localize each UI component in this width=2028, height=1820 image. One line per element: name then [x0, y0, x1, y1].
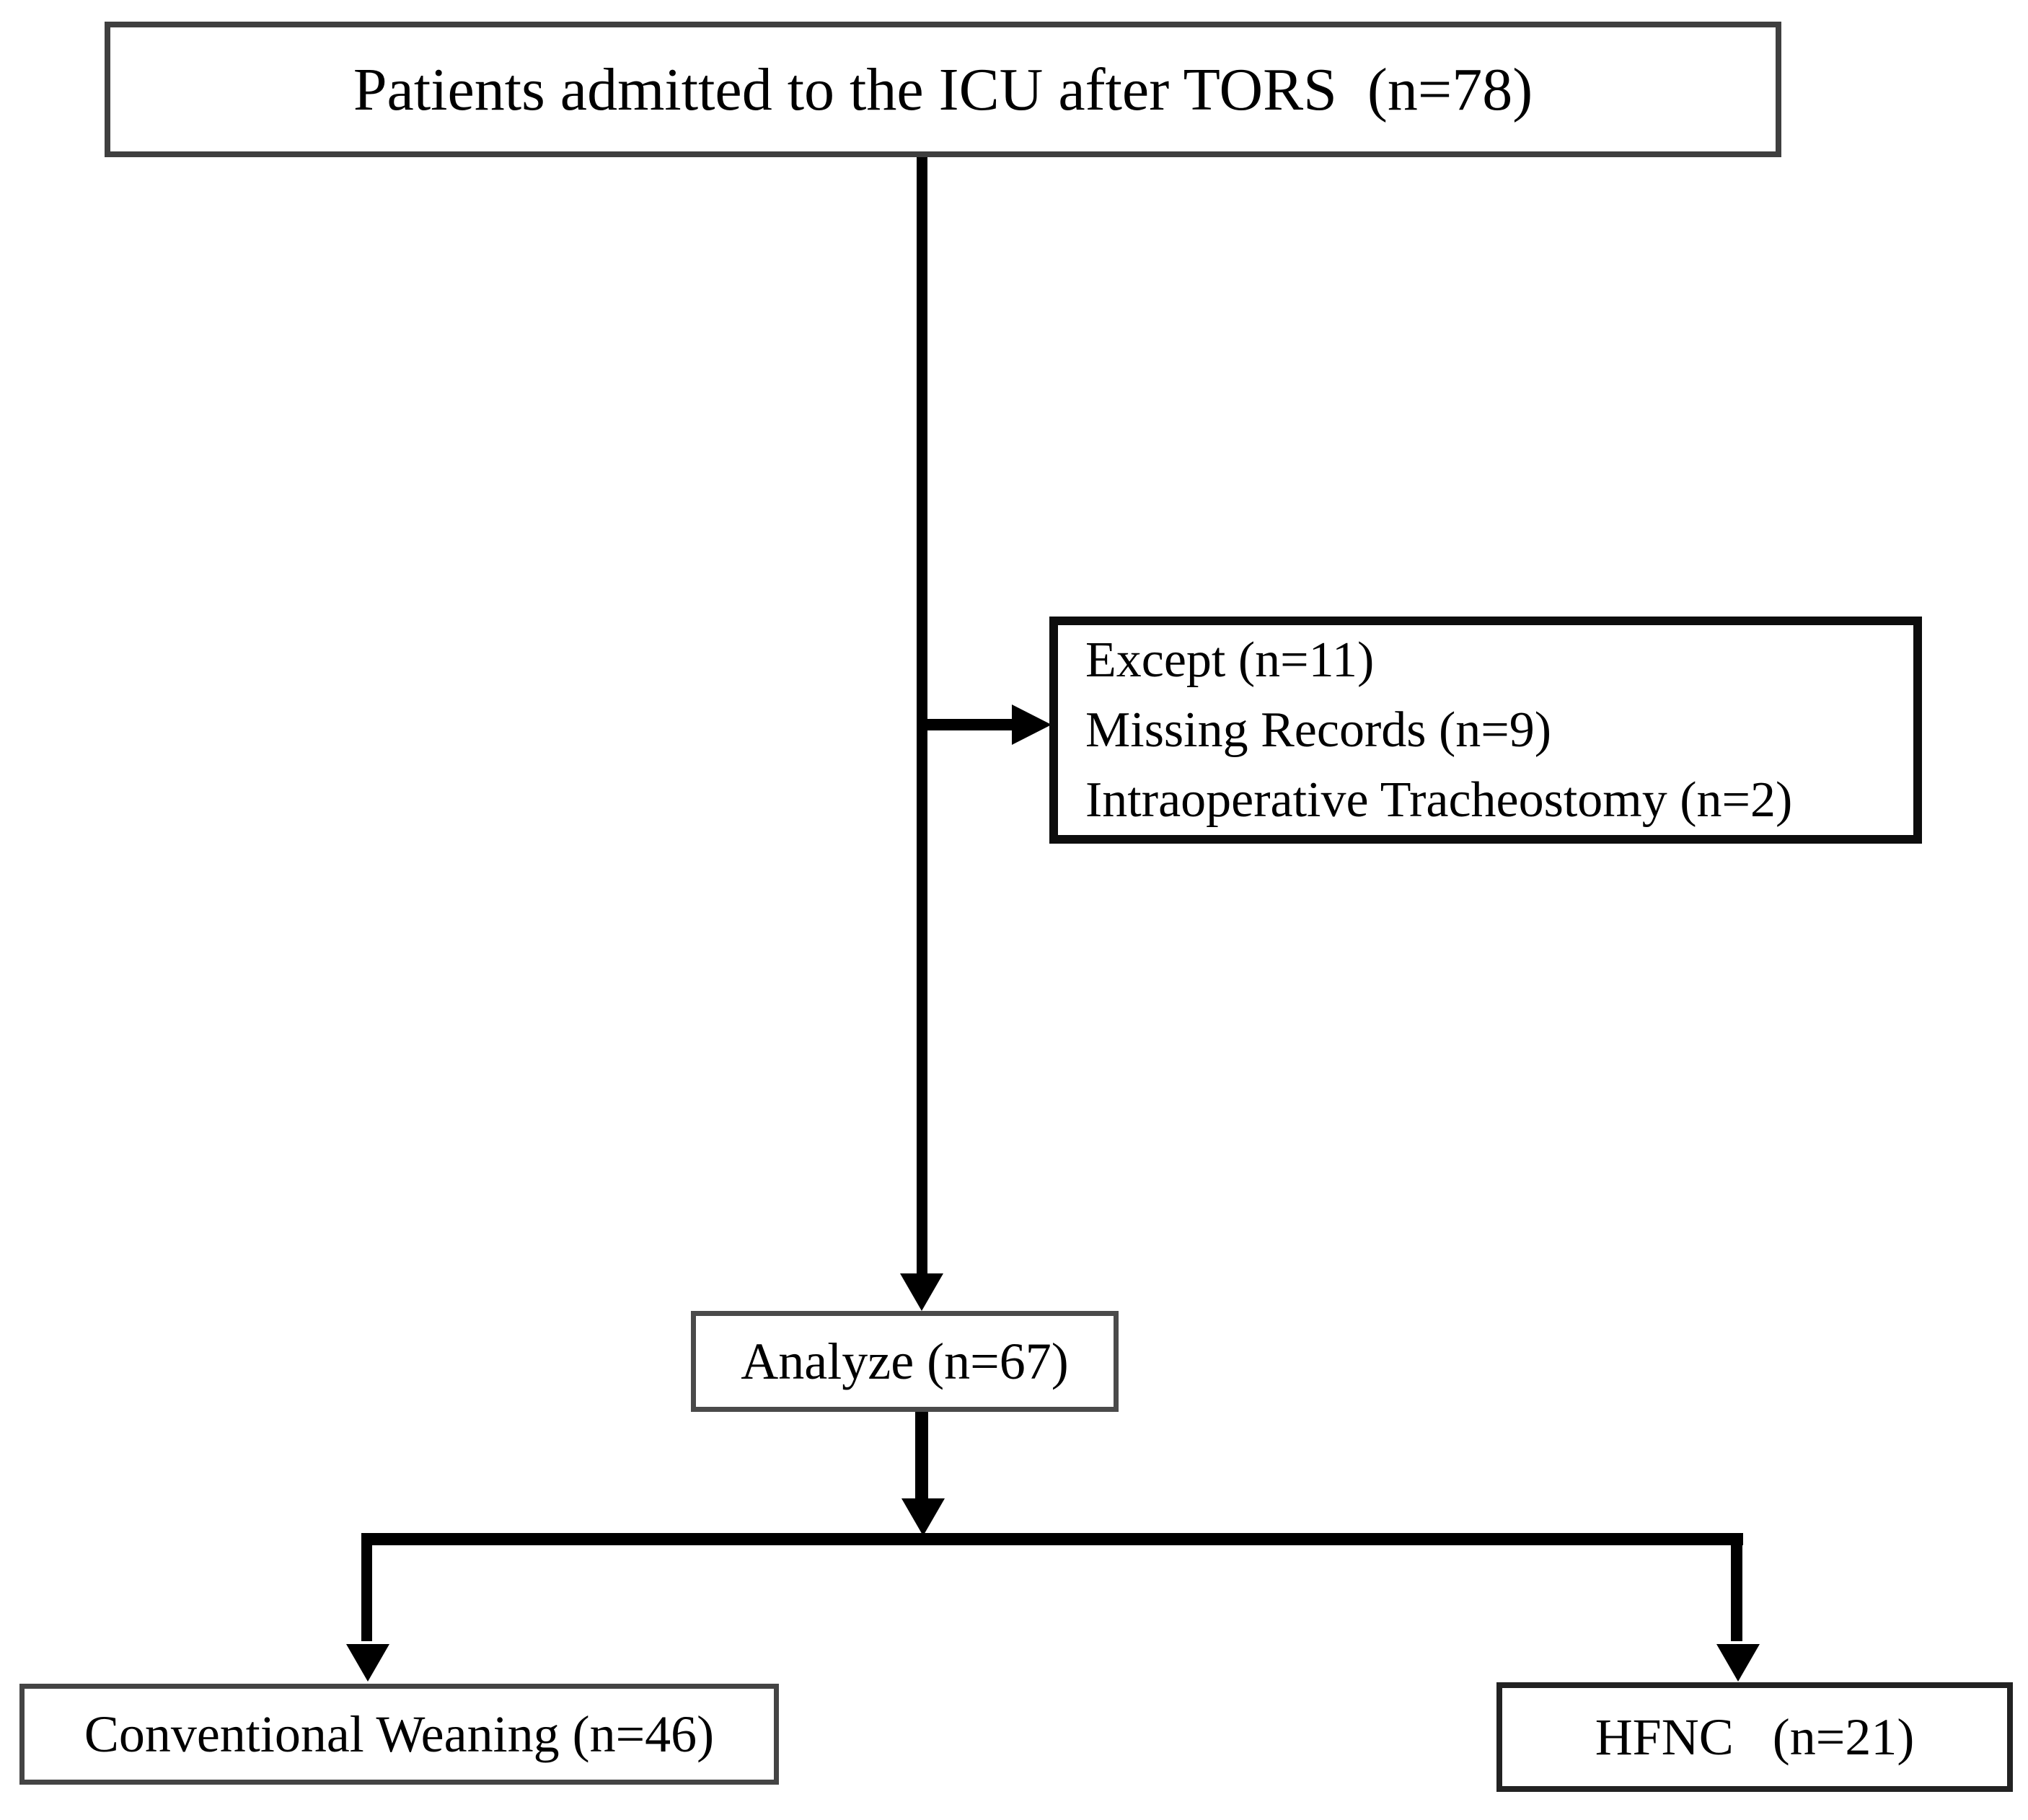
- connector-branch-to-conventional: [361, 1533, 372, 1641]
- arrowhead-down-icon: [900, 1273, 943, 1311]
- conventional-weaning-label: Conventional Weaning (n=46): [84, 1705, 715, 1763]
- branch-horizontal-line: [361, 1533, 1743, 1545]
- excluded-line-2: Missing Records (n=9): [1085, 702, 1552, 758]
- arrowhead-down-icon: [901, 1498, 945, 1536]
- connector-to-excluded: [917, 719, 1013, 730]
- hfnc-label: HFNC (n=21): [1595, 1708, 1915, 1766]
- analyze-box: Analyze (n=67): [691, 1311, 1119, 1412]
- admitted-label: Patients admitted to the ICU after TORS …: [353, 56, 1533, 123]
- arrowhead-down-icon: [1716, 1644, 1760, 1682]
- excluded-lines: Except (n=11) Missing Records (n=9) Intr…: [1058, 625, 1792, 835]
- admitted-box: Patients admitted to the ICU after TORS …: [105, 22, 1781, 157]
- analyze-label: Analyze (n=67): [741, 1332, 1069, 1390]
- connector-admitted-to-analyze: [917, 157, 927, 1276]
- arrowhead-down-icon: [346, 1644, 389, 1682]
- arrowhead-right-icon: [1012, 704, 1052, 745]
- excluded-box: Except (n=11) Missing Records (n=9) Intr…: [1049, 617, 1922, 844]
- hfnc-box: HFNC (n=21): [1496, 1682, 2013, 1792]
- excluded-line-1: Except (n=11): [1085, 632, 1375, 688]
- excluded-line-3: Intraoperative Tracheostomy (n=2): [1085, 772, 1793, 828]
- connector-analyze-to-branch: [915, 1412, 928, 1501]
- conventional-weaning-box: Conventional Weaning (n=46): [19, 1684, 779, 1785]
- connector-branch-to-hfnc: [1731, 1533, 1742, 1641]
